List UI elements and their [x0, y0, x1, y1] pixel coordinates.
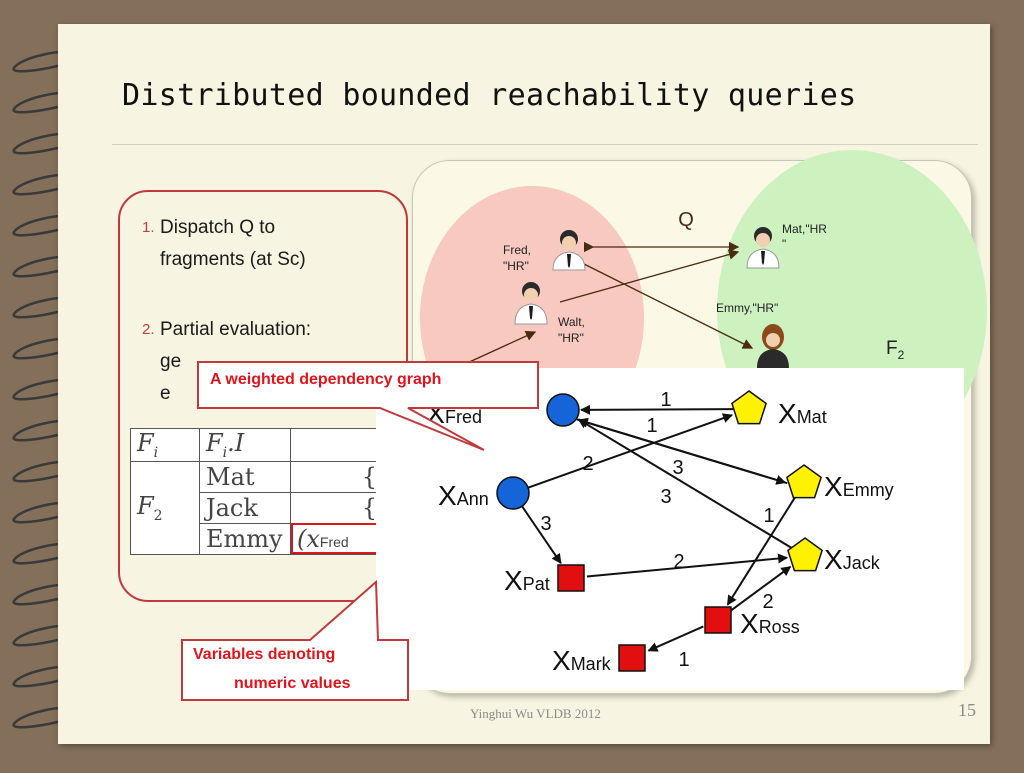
node-fred-label: XFred — [426, 398, 482, 429]
table-row: Emmy (xFred — [131, 522, 384, 555]
node-mat-label: Mat,"HR " — [782, 222, 830, 251]
edge-ann-pat — [521, 505, 562, 564]
node-mark-square — [618, 644, 646, 672]
slide-title: Distributed bounded reachability queries — [122, 78, 857, 113]
edge-weight-label: 1 — [646, 415, 657, 437]
node-ross-square — [704, 606, 732, 634]
edge-weight-label: 3 — [540, 513, 551, 535]
row-value-highlighted: (xFred — [290, 522, 384, 555]
table-row: F2 Mat { — [130, 460, 384, 555]
edge-weight-label: 1 — [763, 505, 774, 527]
edge-weight-label: 3 — [660, 486, 671, 508]
title-divider — [112, 144, 978, 145]
step-2-number: 2. — [142, 321, 155, 338]
edge-weight-label: 2 — [582, 453, 593, 475]
step-2: 2. Partial evaluation: ge e — [142, 314, 312, 410]
node-ann-circle — [496, 476, 530, 510]
footer-author: Yinghui Wu VLDB 2012 — [470, 706, 601, 721]
edge-jack-fred — [577, 418, 792, 549]
node-fred-circle — [546, 393, 580, 427]
edge-weight-label: 2 — [673, 551, 684, 573]
row-name: Mat — [199, 460, 291, 493]
step-1-line1: Dispatch Q to — [160, 217, 276, 238]
step-2-line3: e — [160, 383, 171, 404]
node-jack-pentagon — [787, 537, 823, 572]
node-mat-label: XMat — [778, 398, 827, 429]
edge-emmy-ross — [726, 496, 797, 606]
person-emmy-icon — [757, 324, 789, 368]
person-mat-icon — [746, 227, 780, 269]
edge-mat-fred — [579, 404, 734, 415]
node-pat-label: XPat — [504, 565, 550, 596]
person-fred-icon — [552, 230, 586, 271]
dependency-graph-callout-text: A weighted dependency graph — [210, 371, 442, 388]
fragment-table: Fi Fi.I F2 Mat { Jack { Emmy (xFred — [130, 428, 384, 555]
step-2-line1: Partial evaluation: — [160, 319, 312, 340]
row-name: Emmy — [199, 522, 291, 555]
node-walt-label: Walt, "HR" — [558, 315, 588, 345]
edge-fred-emmy — [579, 261, 754, 349]
node-fred-label: Fred, "HR" — [503, 243, 534, 273]
step-1-line2: fragments (at Sc) — [160, 249, 306, 270]
edge-weight-label: 2 — [762, 591, 773, 613]
fragment-cell: F2 — [130, 460, 200, 555]
row-value: { — [290, 460, 384, 493]
edge-fred-emmy — [576, 418, 787, 485]
step-1: 1. Dispatch Q to fragments (at Sc) — [142, 212, 306, 276]
variables-callout-line1: Variables denoting — [193, 646, 336, 663]
node-ann-label: XAnn — [438, 480, 489, 511]
step-1-number: 1. — [142, 219, 155, 236]
edge-walt-mat — [559, 249, 740, 303]
node-emmy-label: Emmy,"HR" — [716, 301, 778, 315]
node-mat-pentagon — [731, 390, 767, 425]
edge-ann-mat — [527, 413, 733, 489]
edge-weight-label: 3 — [672, 457, 683, 479]
edge-weight-label: 1 — [660, 389, 671, 411]
node-jack-label: XJack — [824, 544, 881, 575]
node-emmy-pentagon — [786, 464, 822, 499]
edge-weight-label: 1 — [678, 649, 689, 671]
page-number: 15 — [958, 700, 976, 720]
person-walt-icon — [514, 282, 548, 325]
edge-ross-jack — [730, 565, 792, 612]
query-label: Q — [678, 209, 694, 231]
edge-ross-mark — [647, 625, 704, 652]
edge-pat-jack — [586, 553, 789, 578]
node-ross-label: XRoss — [740, 608, 800, 639]
step-2-line2: ge — [160, 351, 182, 372]
variables-callout-line2: numeric values — [234, 675, 351, 692]
node-pat-square — [557, 564, 585, 592]
node-mark-label: XMark — [552, 645, 612, 676]
node-emmy-label: XEmmy — [824, 471, 894, 502]
